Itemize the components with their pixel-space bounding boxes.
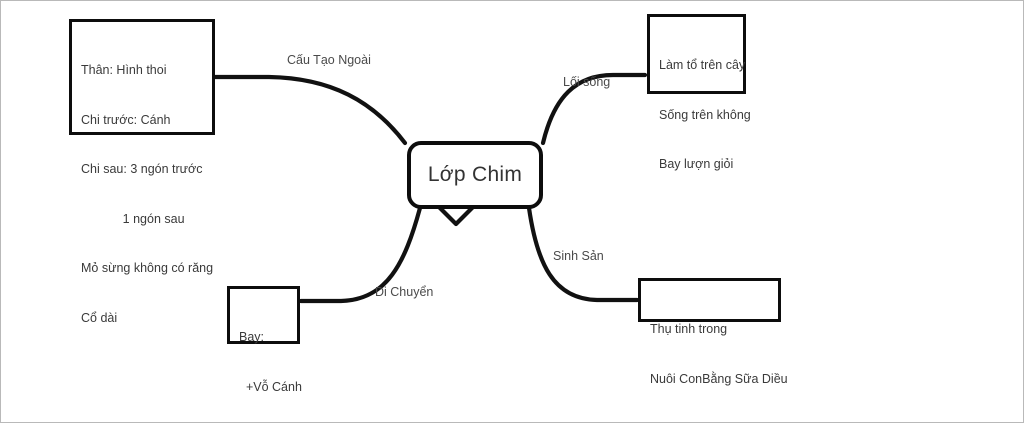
branch-label-sinh-san: Sinh Sản — [553, 249, 604, 263]
branch-label-cau-tao-ngoai: Cấu Tạo Ngoài — [287, 53, 371, 67]
leaf-line: Sống trên không — [659, 107, 751, 122]
connector-cau-tao-ngoai — [210, 74, 408, 146]
leaf-box-di-chuyen: Bay: +Vỗ Cánh +Lượn — [227, 286, 302, 394]
center-node-label: Lớp Chim — [427, 163, 523, 186]
leaf-line: Bay lượn giỏi — [659, 157, 734, 171]
leaf-line: Cổ dài — [81, 310, 118, 325]
leaf-line: Chi sau: 3 ngón trước — [81, 162, 203, 176]
leaf-line: Nuôi ConBằng Sữa Diều — [650, 371, 788, 386]
leaf-box-sinh-san: Thụ tinh trong Nuôi ConBằng Sữa Diều — [638, 278, 788, 386]
leaf-line: Thân: Hình thoi — [81, 63, 167, 77]
branch-label-di-chuyen: Di Chuyển — [375, 285, 434, 299]
leaf-line: +Vỗ Cánh — [239, 379, 302, 394]
leaf-line: Bay: — [239, 330, 265, 344]
leaf-line: Mỏ sừng không có răng — [81, 261, 214, 275]
connector-di-chuyen — [298, 205, 423, 304]
connector-loi-song — [540, 72, 648, 146]
leaf-box-loi-song: Làm tổ trên cây Sống trên không Bay lượn… — [647, 14, 751, 171]
leaf-line: Chi trước: Cánh — [81, 112, 171, 127]
center-node[interactable]: Lớp Chim — [407, 141, 543, 209]
leaf-line: 1 ngón sau — [81, 211, 185, 226]
branch-label-loi-song: Lối sống — [563, 75, 611, 89]
leaf-line: Làm tổ trên cây — [659, 58, 746, 72]
leaf-line: Thụ tinh trong — [650, 322, 728, 336]
connector-sinh-san — [526, 205, 640, 303]
center-node-tail — [435, 203, 477, 227]
leaf-box-cau-tao-ngoai: Thân: Hình thoi Chi trước: Cánh Chi sau:… — [69, 19, 215, 325]
